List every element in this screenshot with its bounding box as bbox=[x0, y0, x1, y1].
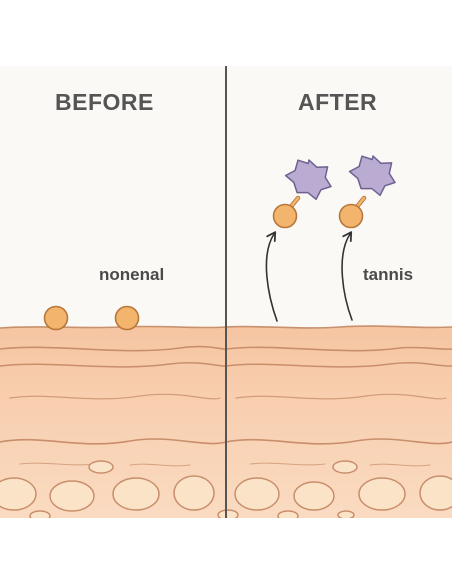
nonenal-molecule-icon bbox=[338, 203, 364, 229]
release-arrows bbox=[265, 231, 353, 322]
after-title: AFTER bbox=[298, 89, 378, 115]
before-title: BEFORE bbox=[55, 89, 154, 115]
fat-cells bbox=[0, 460, 452, 518]
before-after-diagram: BEFORE AFTER nonenal tannis bbox=[0, 66, 452, 518]
tannin-star-icon bbox=[284, 159, 332, 201]
bound-complex-1 bbox=[272, 159, 332, 229]
skin-illustration bbox=[0, 66, 452, 518]
nonenal-molecule-icon bbox=[114, 305, 140, 331]
curved-arrow-up-icon bbox=[341, 231, 353, 321]
nonenal-molecules bbox=[43, 305, 140, 331]
curved-arrow-up-icon bbox=[265, 231, 278, 322]
bound-complex-2 bbox=[338, 155, 396, 229]
nonenal-molecule-icon bbox=[272, 203, 298, 229]
tannin-star-icon bbox=[348, 155, 396, 197]
tannis-label: tannis bbox=[363, 265, 414, 284]
nonenal-label: nonenal bbox=[99, 265, 165, 284]
nonenal-molecule-icon bbox=[43, 305, 69, 331]
